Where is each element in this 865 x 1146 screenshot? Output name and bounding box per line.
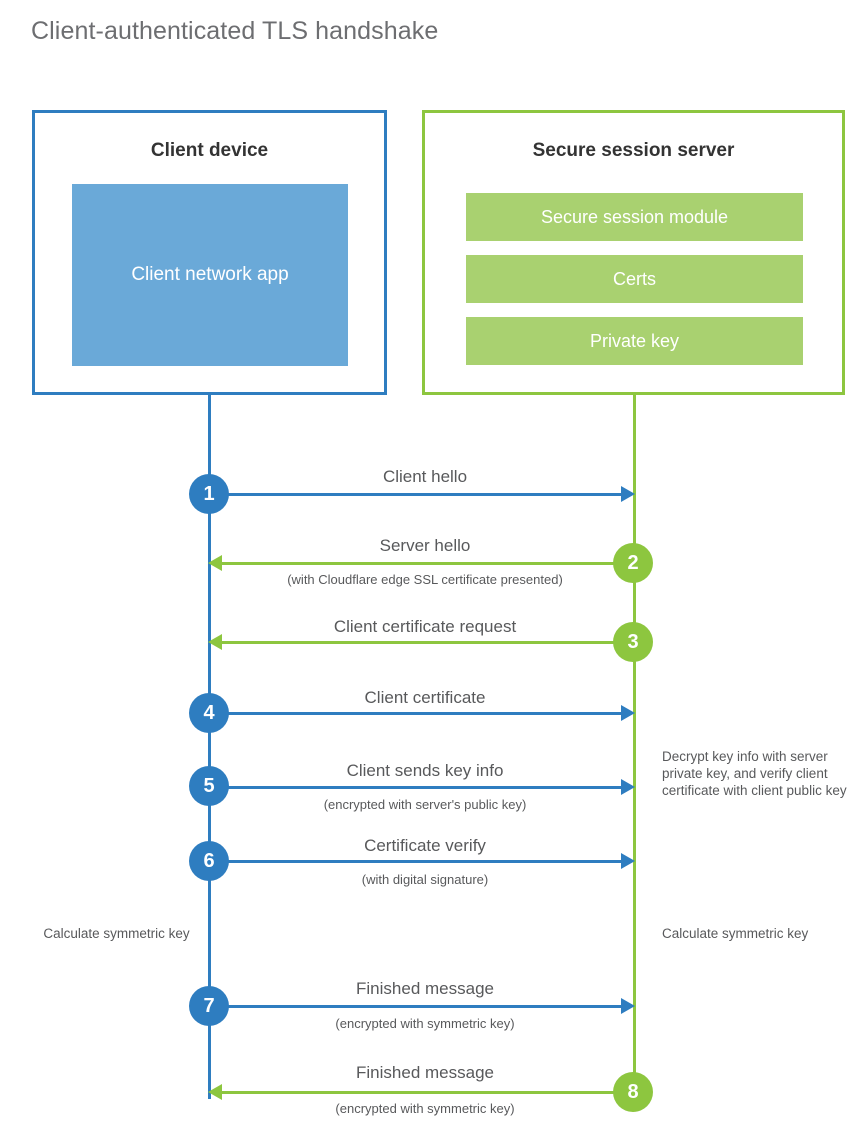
step-7-sublabel: (encrypted with symmetric key)	[335, 1016, 515, 1031]
step-3-arrow-head-left-icon	[208, 634, 222, 650]
step-1-number-badge: 1	[189, 474, 229, 514]
step-6-label: Certificate verify	[364, 836, 486, 855]
step-1-arrow-head-right-icon	[621, 486, 635, 502]
client-calculate-annotation: Calculate symmetric key	[43, 926, 190, 941]
step-3-number-badge: 3	[613, 622, 653, 662]
step-5-sublabel: (encrypted with server's public key)	[323, 797, 527, 812]
secure-session-server-box: Secure session server Secure session mod…	[422, 110, 845, 395]
step-1-label: Client hello	[382, 467, 468, 486]
step-8-arrow-line	[222, 1091, 634, 1094]
step-2-arrow-line	[222, 562, 634, 565]
server-calculate-annotation: Calculate symmetric key	[662, 926, 809, 941]
step-6-number-badge: 6	[189, 841, 229, 881]
step-8-number-badge: 8	[613, 1072, 653, 1112]
client-lifeline	[208, 395, 211, 1099]
server-component-secure-session-module: Secure session module	[466, 193, 803, 241]
step-8-arrow-head-left-icon	[208, 1084, 222, 1100]
step-2-sublabel: (with Cloudflare edge SSL certificate pr…	[287, 572, 563, 587]
step-7-number-badge: 7	[189, 986, 229, 1026]
page-title: Client-authenticated TLS handshake	[31, 17, 439, 45]
step-2-number-badge: 2	[613, 543, 653, 583]
step-4-arrow-line	[209, 712, 624, 715]
step-3-label: Client certificate request	[333, 617, 517, 636]
step-2-arrow-head-left-icon	[208, 555, 222, 571]
client-device-box: Client device Client network app	[32, 110, 387, 395]
server-lifeline	[633, 395, 636, 1093]
step-7-arrow-head-right-icon	[621, 998, 635, 1014]
step-1-arrow-line	[209, 493, 624, 496]
client-network-app-block: Client network app	[72, 184, 348, 366]
secure-session-server-title: Secure session server	[532, 140, 735, 161]
step-5-arrow-line	[209, 786, 624, 789]
step-6-sublabel: (with digital signature)	[361, 872, 489, 887]
step-7-arrow-line	[209, 1005, 624, 1008]
step-8-sublabel: (encrypted with symmetric key)	[335, 1101, 515, 1116]
step-5-number-badge: 5	[189, 766, 229, 806]
step-6-arrow-head-right-icon	[621, 853, 635, 869]
step-8-label: Finished message	[356, 1063, 494, 1082]
step-4-arrow-head-right-icon	[621, 705, 635, 721]
step-2-label: Server hello	[379, 536, 471, 555]
step-3-arrow-line	[222, 641, 634, 644]
client-device-title: Client device	[150, 140, 269, 161]
server-decrypt-annotation: Decrypt key info with server private key…	[662, 749, 847, 798]
step-5-arrow-head-right-icon	[621, 779, 635, 795]
step-4-number-badge: 4	[189, 693, 229, 733]
step-6-arrow-line	[209, 860, 624, 863]
server-component-certs: Certs	[466, 255, 803, 303]
step-7-label: Finished message	[356, 979, 494, 998]
step-5-label: Client sends key info	[346, 761, 504, 780]
server-component-private-key: Private key	[466, 317, 803, 365]
step-4-label: Client certificate	[364, 688, 486, 707]
